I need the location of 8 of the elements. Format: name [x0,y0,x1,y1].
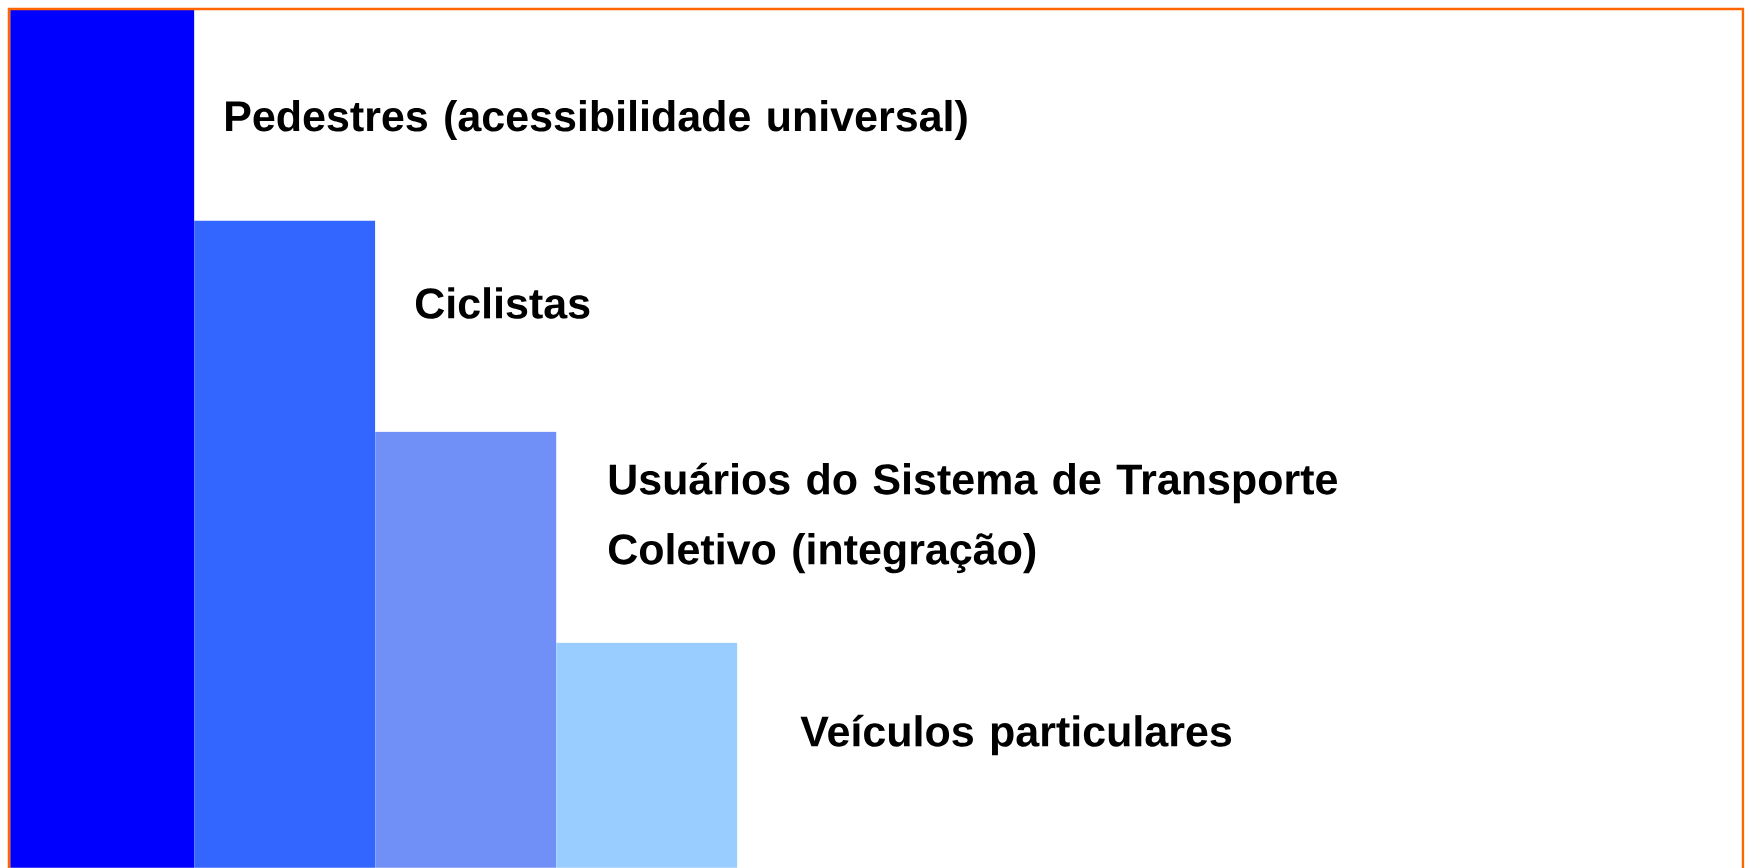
bar [375,431,557,868]
bar-label: Usuários do Sistema de Transporte Coletivo (integração) [608,462,1337,574]
bar [556,642,738,868]
bar [10,9,195,868]
bar-label: Pedestres (acessibilidade universal) [226,99,967,141]
bar [194,220,376,868]
bar-label: Ciclistas [415,287,590,319]
bar-label: Veículos particulares [800,714,1232,756]
